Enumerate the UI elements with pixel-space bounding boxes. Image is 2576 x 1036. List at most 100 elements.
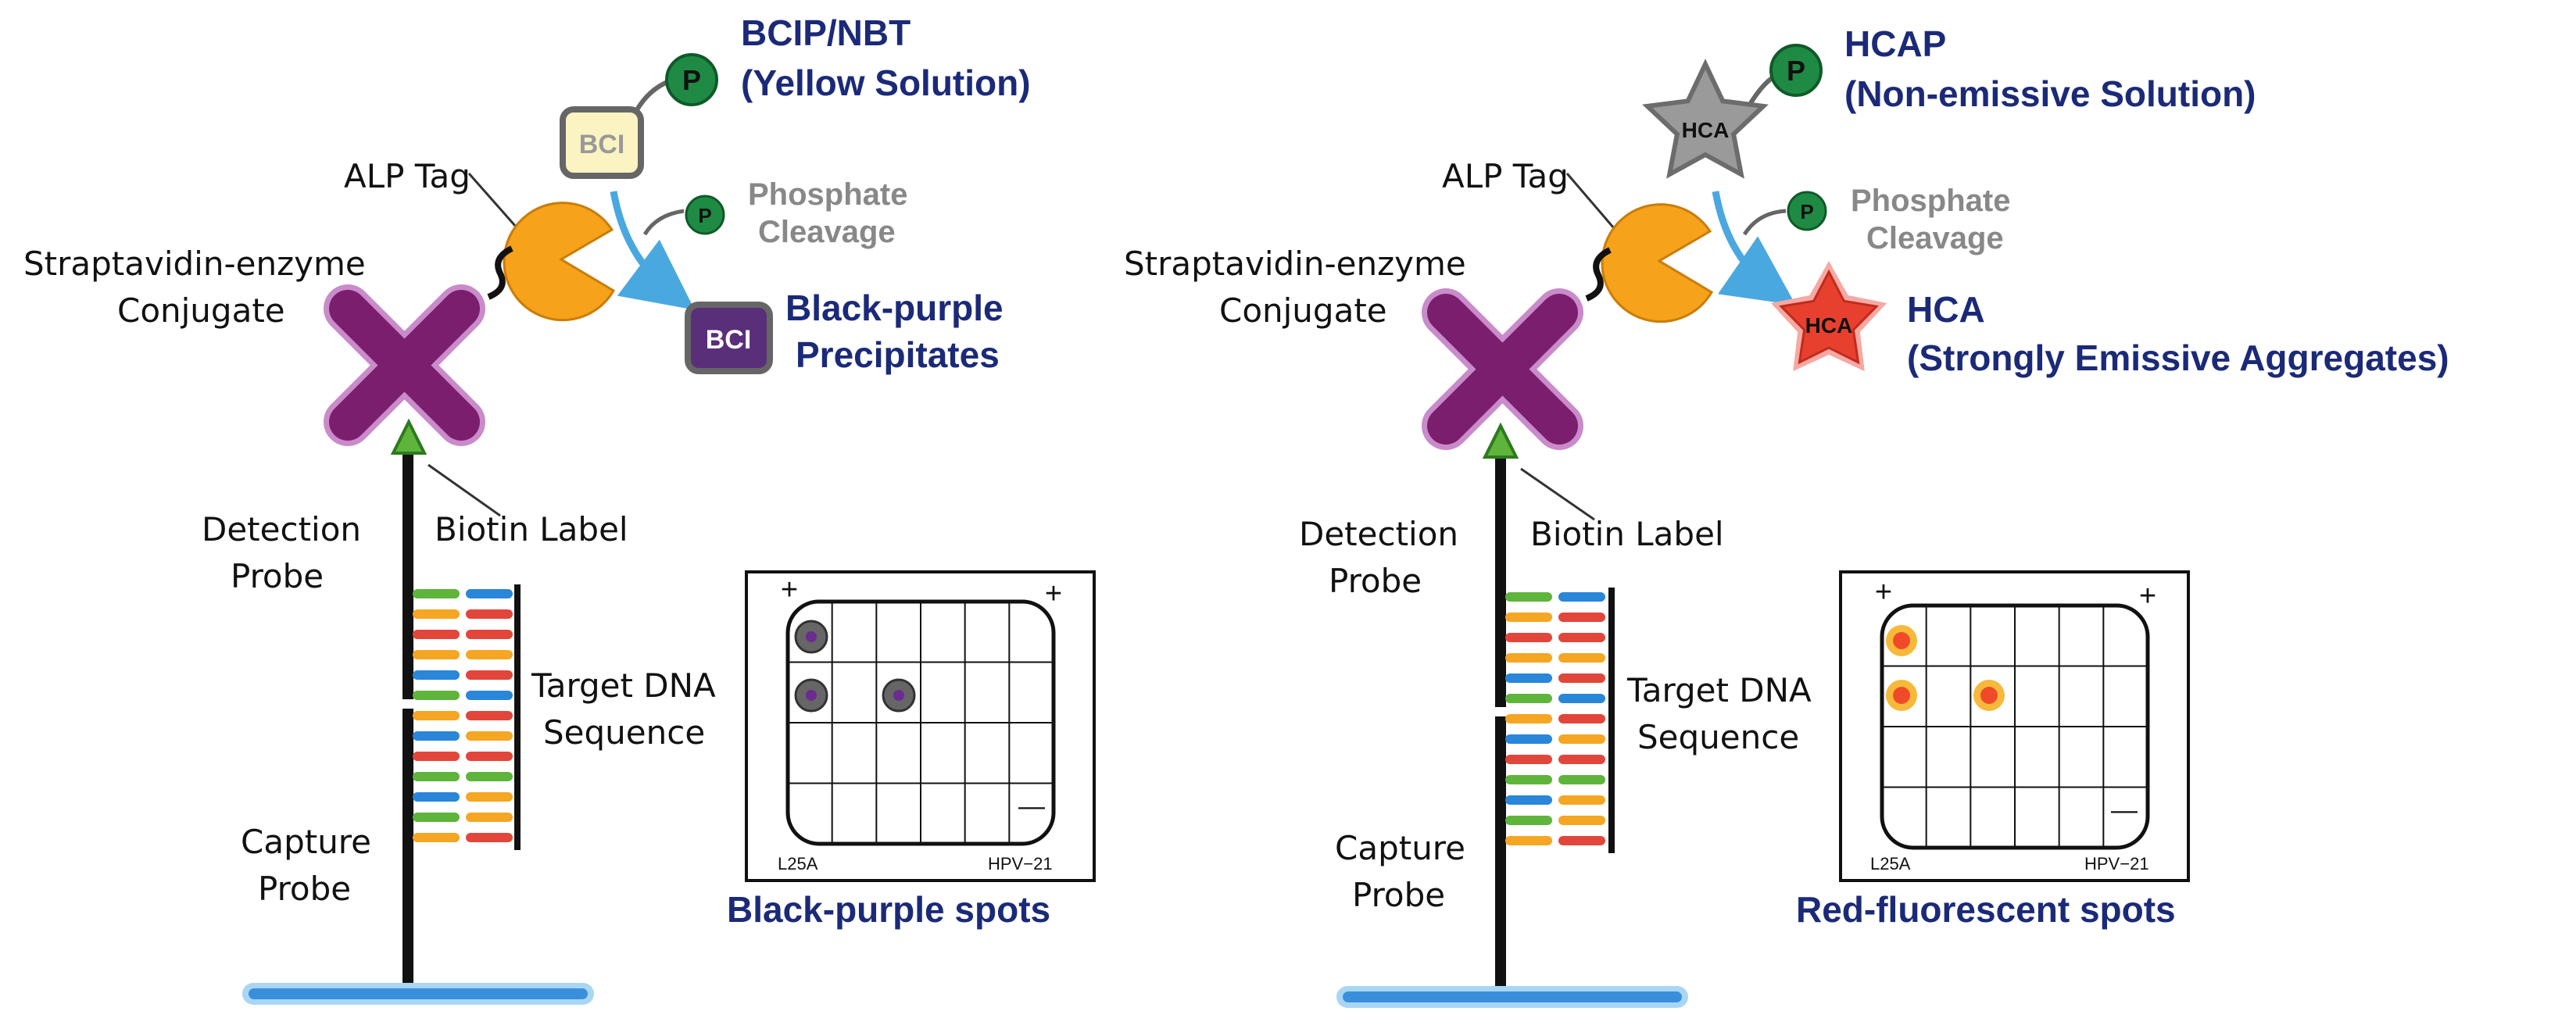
biotin-label: Biotin Label bbox=[1530, 515, 1724, 553]
base-pair bbox=[1558, 653, 1605, 663]
base-pair bbox=[466, 813, 513, 822]
base-pair bbox=[1558, 714, 1605, 723]
base-pair bbox=[466, 792, 513, 802]
svg-text:P: P bbox=[698, 204, 711, 227]
spot-red bbox=[1886, 625, 2005, 711]
dna-duplex bbox=[1505, 592, 1605, 845]
product-label-2: (Strongly Emissive Aggregates) bbox=[1907, 338, 2449, 378]
capture-label-1: Capture bbox=[241, 823, 371, 861]
detection-label-2: Probe bbox=[231, 557, 324, 595]
dna-duplex bbox=[413, 589, 513, 842]
bci-product: BCI bbox=[685, 302, 773, 374]
capture-label-2: Probe bbox=[1352, 876, 1445, 914]
base-pair bbox=[413, 792, 460, 802]
base-pair bbox=[413, 691, 460, 700]
base-pair bbox=[466, 772, 513, 781]
cleavage-arrow bbox=[1712, 191, 1796, 305]
hca-substrate-star-icon bbox=[1642, 58, 1769, 179]
base-pair bbox=[413, 772, 460, 781]
base-pair bbox=[1558, 592, 1605, 602]
base-pair bbox=[1505, 673, 1552, 683]
spot-dark bbox=[794, 620, 916, 713]
base-pair bbox=[413, 813, 460, 822]
base-pair bbox=[413, 833, 460, 842]
base-pair bbox=[1558, 755, 1605, 764]
hca-product-label: HCA bbox=[1805, 313, 1853, 338]
base-pair bbox=[1505, 816, 1552, 825]
result-label: Black-purple spots bbox=[727, 889, 1050, 930]
biotin-label: Biotin Label bbox=[435, 510, 628, 548]
base-pair bbox=[466, 589, 513, 598]
microarray-chip: + + — L25A HPV−21 bbox=[1839, 570, 2190, 882]
hca-substrate-label: HCA bbox=[1682, 118, 1730, 142]
target-label-2: Sequence bbox=[543, 713, 705, 752]
capture-label-2: Probe bbox=[258, 870, 351, 908]
probe-stalk bbox=[1495, 459, 1506, 998]
substrate-subtitle: (Non-emissive Solution) bbox=[1844, 73, 2256, 114]
base-pair bbox=[413, 650, 460, 659]
svg-text:—: — bbox=[1018, 791, 1045, 821]
detection-label-2: Probe bbox=[1329, 562, 1422, 600]
detection-label-1: Detection bbox=[202, 510, 361, 548]
substrate-title: BCIP/NBT bbox=[741, 13, 911, 53]
base-pair bbox=[413, 711, 460, 720]
alp-enzyme-icon bbox=[1601, 203, 1714, 323]
conjugate-label-1: Straptavidin-enzyme bbox=[1124, 245, 1466, 283]
svg-text:+: + bbox=[1045, 577, 1062, 610]
base-pair bbox=[1505, 836, 1552, 845]
base-pair bbox=[1505, 755, 1552, 764]
product-label-1: HCA bbox=[1907, 289, 1985, 330]
phosphate-small-icon: P bbox=[685, 195, 725, 235]
cleavage-label-1: Phosphate bbox=[1851, 184, 2010, 218]
base-pair bbox=[466, 630, 513, 639]
target-label-2: Sequence bbox=[1637, 718, 1799, 756]
base-pair bbox=[1558, 613, 1605, 622]
base-pair bbox=[466, 691, 513, 700]
phosphate-icon: P bbox=[665, 53, 718, 106]
detection-label-1: Detection bbox=[1299, 515, 1458, 553]
base-pair bbox=[466, 609, 513, 619]
conjugate-label-2: Conjugate bbox=[117, 291, 285, 330]
svg-text:+: + bbox=[2139, 580, 2156, 613]
svg-text:P: P bbox=[1787, 55, 1805, 87]
microarray-chip: + + — L25A HPV−21 bbox=[745, 570, 1096, 882]
chip-label-right: HPV−21 bbox=[2084, 854, 2149, 873]
base-pair bbox=[466, 670, 513, 680]
bci-substrate-label: BCI bbox=[579, 130, 625, 159]
svg-text:+: + bbox=[781, 573, 798, 606]
base-pair bbox=[413, 589, 460, 598]
base-pair bbox=[1558, 816, 1605, 825]
base-pair bbox=[466, 650, 513, 659]
alp-tag-label: ALP Tag bbox=[1442, 157, 1569, 195]
base-pair bbox=[1505, 653, 1552, 663]
svg-text:P: P bbox=[1800, 200, 1813, 223]
base-pair bbox=[413, 609, 460, 619]
base-pair bbox=[466, 833, 513, 842]
base-pair bbox=[1505, 734, 1552, 744]
base-pair bbox=[1505, 714, 1552, 723]
bci-substrate: BCI bbox=[560, 76, 681, 179]
base-pair bbox=[1505, 592, 1552, 602]
chip-label-left: L25A bbox=[1870, 854, 1911, 873]
base-pair bbox=[1505, 613, 1552, 622]
base-pair bbox=[466, 752, 513, 761]
cleavage-label-2: Cleavage bbox=[758, 215, 896, 249]
result-label: Red-fluorescent spots bbox=[1796, 889, 2176, 930]
conjugate-label-2: Conjugate bbox=[1219, 291, 1387, 330]
base-pair bbox=[1505, 795, 1552, 805]
base-pair bbox=[1558, 836, 1605, 845]
base-pair bbox=[1558, 673, 1605, 683]
base-pair bbox=[466, 711, 513, 720]
base-pair bbox=[1558, 775, 1605, 784]
chip-label-left: L25A bbox=[778, 854, 818, 873]
left-panel: BCI P BCIP/NBT (Yellow Solution) P Phosp… bbox=[23, 13, 1096, 1005]
base-pair bbox=[1505, 633, 1552, 642]
product-label-2: Precipitates bbox=[796, 334, 1000, 375]
base-pair bbox=[413, 752, 460, 761]
cleavage-label-2: Cleavage bbox=[1866, 221, 2004, 255]
biotin-icon bbox=[390, 418, 428, 455]
base-pair bbox=[413, 670, 460, 680]
base-pair bbox=[1558, 694, 1605, 703]
substrate-subtitle: (Yellow Solution) bbox=[741, 63, 1031, 103]
bci-product-label: BCI bbox=[706, 325, 752, 355]
